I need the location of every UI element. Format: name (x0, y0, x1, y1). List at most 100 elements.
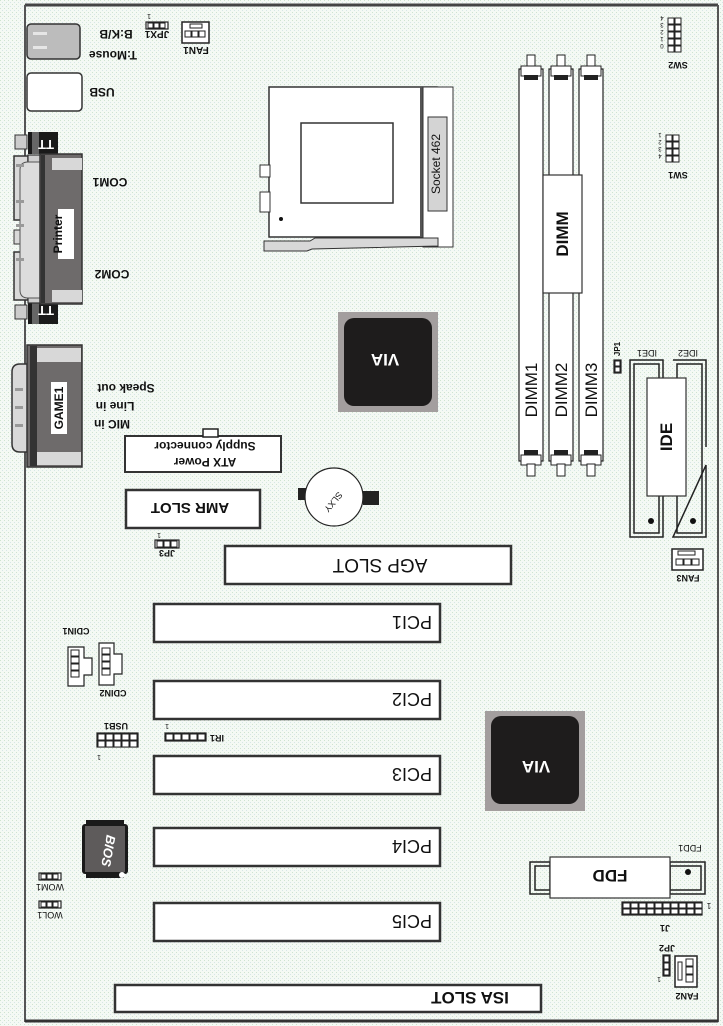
audio-speak-out-label: Speak out (97, 381, 154, 395)
fdd-center-label: FDD (593, 866, 628, 885)
fan3-label: FAN3 (676, 573, 699, 583)
usb1-header (96, 732, 139, 748)
ir1-label: IR1 (210, 733, 224, 743)
ide-center-label: IDE (657, 423, 676, 451)
fdd-connector (529, 856, 706, 899)
dimm-slot-group: DIMM1 DIMM2 DIMM3 (518, 54, 604, 477)
printer-port-label: Printer (51, 214, 65, 253)
dimm-slot-3: DIMM3 (578, 54, 604, 477)
pci-slot-label-5: PCI5 (392, 911, 432, 931)
bios-label: BIOS (98, 834, 118, 868)
ps2-connector (26, 23, 81, 60)
atx-power-label-line2: Supply connector (154, 439, 256, 453)
audio-line-in-label: Line in (96, 399, 135, 413)
ide1-label: IDE1 (637, 348, 657, 358)
sw1-pin-label: 2 (658, 138, 662, 144)
jpx1-jumper (145, 21, 169, 30)
ide2-label: IDE2 (678, 348, 698, 358)
socket-label: Socket 462 (429, 134, 443, 194)
jpx1-label: JPX1 (144, 28, 169, 39)
fan3-header (671, 548, 704, 571)
fdd1-label: FDD1 (678, 843, 702, 853)
sw1-pin-label: 1 (658, 131, 662, 137)
pci-slot-label-4: PCI4 (392, 836, 432, 856)
pci-slot-label-3: PCI3 (392, 764, 432, 784)
cdin1-label: CDIN1 (62, 626, 89, 636)
wol1-header (38, 900, 62, 909)
sw2-pin-label: 1 (660, 35, 664, 41)
sw2-label: SW2 (668, 60, 688, 70)
dimm-center-label-box (542, 174, 583, 294)
fan1-label: FAN1 (183, 44, 209, 55)
dimm-center-label: DIMM (553, 211, 572, 256)
usb-rear-connector (26, 72, 83, 112)
southbridge-chip (485, 711, 585, 811)
amr-slot (124, 488, 262, 530)
dimm-slot-label-3: DIMM3 (582, 363, 601, 418)
sw2-pin-label: 3 (660, 21, 664, 27)
dimm-slot-label-1: DIMM1 (522, 363, 541, 418)
wom1-header (38, 872, 62, 881)
jp2-label: JP2 (659, 943, 675, 953)
pci-slot-1 (152, 602, 442, 644)
cmos-battery (298, 467, 379, 527)
jp3-jumper (154, 539, 180, 549)
isa-slot (113, 983, 543, 1014)
usb1-pin1-label: 1 (97, 753, 101, 760)
cdin2-label: CDIN2 (99, 688, 126, 698)
jp2-pin1-label: 1 (657, 975, 661, 982)
isa-slot-label: ISA SLOT (431, 988, 509, 1007)
audio-mic-in-label: MIC in (94, 417, 130, 431)
pci-slot-2 (152, 679, 442, 721)
pci-slot-label-1: PCI1 (392, 612, 432, 632)
fan2-label: FAN2 (675, 991, 698, 1001)
northbridge-chip (338, 312, 438, 412)
dimm-slot-label-2: DIMM2 (552, 363, 571, 418)
northbridge-label: VIA (371, 350, 399, 369)
pci-slot-5 (152, 901, 442, 943)
jp1-jumper (613, 359, 622, 374)
ps2-mouse-label: T:Mouse (89, 48, 137, 62)
svg-text:TT: TT (38, 137, 54, 152)
jp3-pin1-label: 1 (157, 531, 161, 538)
bios-chip (82, 820, 128, 878)
sw1-pin-label: 3 (658, 145, 662, 151)
game1-label: GAME1 (52, 386, 66, 429)
sw1-label: SW1 (668, 170, 688, 180)
agp-slot-label: AGP SLOT (332, 554, 427, 575)
usb1-label: USB1 (104, 721, 128, 731)
jp2-jumper (662, 954, 671, 977)
j1-pin1-label: 1 (706, 901, 711, 910)
atx-power-label-line1: ATX Power (173, 455, 236, 469)
game-port-connector (11, 344, 83, 468)
sw1-pin-label: 4 (658, 152, 662, 158)
wom1-label: WOM1 (36, 882, 64, 892)
sw2-pin-label: 2 (660, 28, 664, 34)
com-printer-connector: TT TT (13, 132, 83, 324)
fan2-header (674, 955, 698, 988)
pci-slot-4 (152, 826, 442, 868)
ps2-keyboard-label: B:K/B (99, 27, 133, 41)
cpu-socket (259, 86, 454, 252)
pci-slot-label-2: PCI2 (392, 689, 432, 709)
j1-label: J1 (660, 923, 670, 933)
agp-slot (223, 544, 513, 586)
jp3-label: JP3 (159, 548, 175, 558)
cdin2-header (98, 642, 123, 686)
wol1-label: WOL1 (37, 910, 63, 920)
ide-label-box (646, 377, 687, 497)
ir1-pin1-label: 1 (165, 722, 169, 729)
sw2-pin-label: 0 (660, 42, 664, 48)
southbridge-label: VIA (522, 757, 550, 776)
svg-text:TT: TT (38, 303, 54, 318)
usb-rear-label: USB (89, 85, 115, 99)
amr-slot-label: AMR SLOT (151, 499, 229, 516)
atx-power-connector (124, 428, 282, 473)
com1-label: COM1 (92, 175, 127, 189)
sw2-pin-label: 4 (660, 14, 664, 20)
com2-label: COM2 (94, 267, 129, 281)
